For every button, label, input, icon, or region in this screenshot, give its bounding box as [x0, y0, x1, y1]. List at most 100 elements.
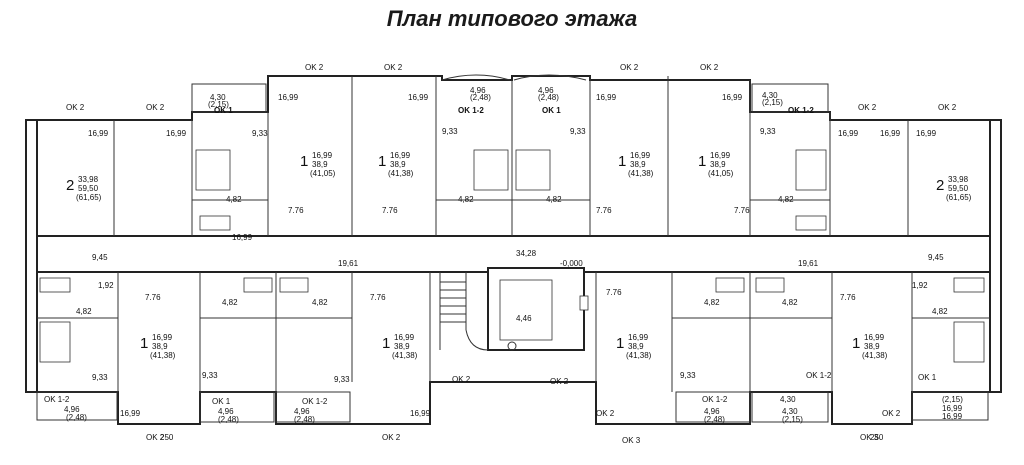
apartment-total-area: 38,9 — [312, 160, 328, 169]
room-label: 16,99 — [166, 129, 187, 138]
room-label: OK 2 — [858, 103, 877, 112]
room-label: 4,30 — [210, 93, 226, 102]
loggias — [36, 74, 989, 423]
room-label: 4,82 — [932, 307, 948, 316]
room-label: 4,96 — [538, 86, 554, 95]
room-label: 7.76 — [288, 206, 304, 215]
room-label: OK 1-2 — [458, 106, 484, 115]
room-label: OK 3 — [860, 433, 879, 442]
apartment-room-count: 1 — [616, 335, 624, 352]
apartment-total-area: 38,9 — [864, 342, 880, 351]
room-label: OK 2 — [66, 103, 85, 112]
room-label: 4,30 — [782, 407, 798, 416]
room-label: 250 — [870, 433, 884, 442]
apartment-living-area: 33,98 — [78, 175, 99, 184]
room-label: 4,82 — [546, 195, 562, 204]
apartment-living-area: 33,98 — [948, 175, 969, 184]
room-label: 7.76 — [596, 206, 612, 215]
room-label: OK 1 — [918, 373, 937, 382]
apartment-total-area: 38,9 — [630, 160, 646, 169]
room-label: 4,30 — [780, 395, 796, 404]
room-label: 7.76 — [145, 293, 161, 302]
room-label: 9,45 — [928, 253, 944, 262]
room-label: 19,61 — [338, 259, 359, 268]
room-label: OK 2 — [938, 103, 957, 112]
bottom-partitions — [37, 272, 990, 392]
room-label: OK 2 — [384, 63, 403, 72]
apartment-total-with-loggia: (41,38) — [388, 169, 414, 178]
apartment-living-area: 16,99 — [628, 333, 649, 342]
room-label: OK 2 — [596, 409, 615, 418]
room-label: 4,96 — [470, 86, 486, 95]
room-label: 16,99 — [88, 129, 109, 138]
room-label: OK 2 — [882, 409, 901, 418]
room-label: 4,96 — [294, 407, 310, 416]
room-label: (2,15) — [782, 415, 803, 424]
room-label: OK 2 — [550, 377, 569, 386]
room-label: 16,99 — [942, 412, 963, 421]
apartment-living-area: 16,99 — [390, 151, 411, 160]
room-label: OK 1-2 — [302, 397, 328, 406]
room-label: 16,99 — [232, 233, 253, 242]
room-label: (2,15) — [942, 395, 963, 404]
room-label: (2,15) — [208, 100, 229, 109]
room-label: 4,96 — [218, 407, 234, 416]
room-label: 7.76 — [606, 288, 622, 297]
room-label: 9,33 — [680, 371, 696, 380]
apartment-total-area: 59,50 — [948, 184, 969, 193]
room-label: 16,99 — [596, 93, 617, 102]
room-label: 16,99 — [408, 93, 429, 102]
room-label: 1,92 — [98, 281, 114, 290]
room-label: OK 2 — [305, 63, 324, 72]
top-partitions — [113, 76, 909, 236]
room-label: 4,82 — [782, 298, 798, 307]
apartment-living-area: 16,99 — [152, 333, 173, 342]
room-label: 9,33 — [442, 127, 458, 136]
room-label: OK 1 — [212, 397, 231, 406]
floor-level-mark: -0,000 — [560, 259, 583, 268]
room-label: OK 3 — [622, 436, 641, 445]
room-label: (2,48) — [704, 415, 725, 424]
room-label: OK 1 — [542, 106, 561, 115]
apartment-room-count: 1 — [852, 335, 860, 352]
room-label: (2,48) — [294, 415, 315, 424]
room-label: 9,33 — [760, 127, 776, 136]
apartment-room-count: 1 — [300, 153, 308, 170]
room-label: 16,99 — [410, 409, 431, 418]
room-label: OK 2 — [146, 103, 165, 112]
apartment-total-with-loggia: (41,05) — [708, 169, 734, 178]
room-label: 1,92 — [912, 281, 928, 290]
room-label: 9,33 — [92, 373, 108, 382]
apartment-room-count: 1 — [698, 153, 706, 170]
room-label: OK 2 — [452, 375, 471, 384]
apartment-total-with-loggia: (41,38) — [862, 351, 888, 360]
apartment-room-count: 1 — [378, 153, 386, 170]
room-label: 4,82 — [704, 298, 720, 307]
room-label: 9,33 — [570, 127, 586, 136]
apartment-living-area: 16,99 — [394, 333, 415, 342]
room-label: 4,96 — [704, 407, 720, 416]
stair-core — [439, 267, 589, 351]
room-label: 16,99 — [722, 93, 743, 102]
room-label: (2,48) — [470, 93, 491, 102]
room-label: 7.76 — [840, 293, 856, 302]
room-label: (2,48) — [218, 415, 239, 424]
apartment-total-with-loggia: (41,38) — [392, 351, 418, 360]
apartment-total-area: 38,9 — [710, 160, 726, 169]
room-label: 16,99 — [120, 409, 141, 418]
apartment-living-area: 16,99 — [630, 151, 651, 160]
apartment-living-area: 16,99 — [864, 333, 885, 342]
apartment-living-area: 16,99 — [710, 151, 731, 160]
room-labels: OK 2 OK 2 OK 2 OK 2 OK 2 OK 2 OK 2 OK 2 OK 1 OK 1… — [44, 63, 963, 445]
apartment-room-count: 1 — [618, 153, 626, 170]
room-label: 4,82 — [458, 195, 474, 204]
room-label: 16,99 — [838, 129, 859, 138]
room-label: OK 1-2 — [806, 371, 832, 380]
room-label: 16,99 — [916, 129, 937, 138]
apartment-total-with-loggia: (61,65) — [76, 193, 102, 202]
corridor-area: 34,28 — [516, 249, 537, 258]
room-label: OK 1-2 — [702, 395, 728, 404]
wet-areas — [39, 149, 985, 363]
apartment-room-count: 2 — [936, 177, 944, 194]
apartment-total-area: 38,9 — [390, 160, 406, 169]
